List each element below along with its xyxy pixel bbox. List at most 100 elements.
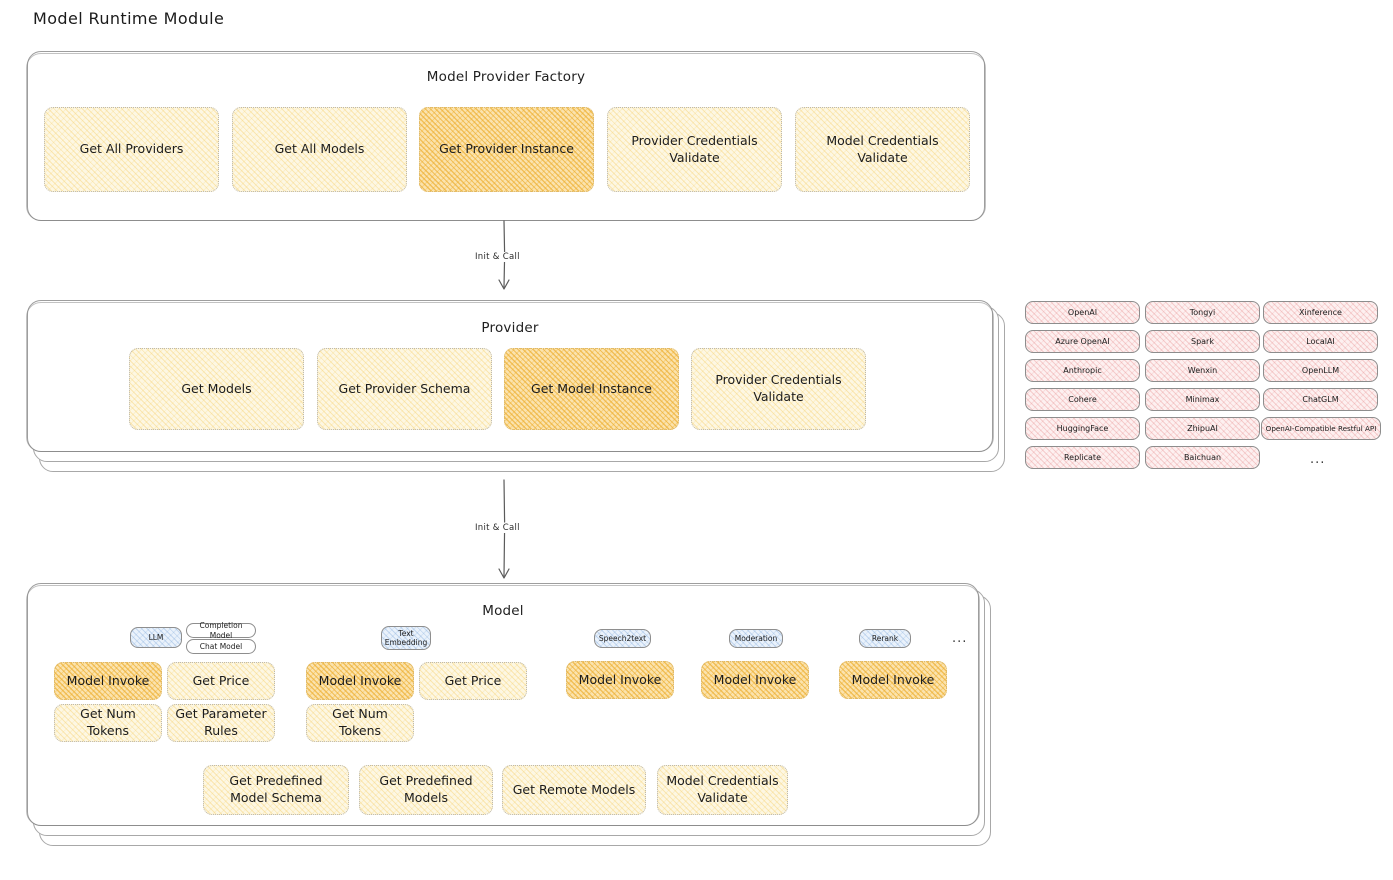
node-label: Get Provider Instance	[439, 141, 574, 157]
provider-chip-label: Minimax	[1185, 395, 1220, 404]
node-label: Get Models	[181, 380, 252, 396]
speech2text-node-model-invoke[interactable]: Model Invoke	[566, 661, 674, 699]
provider-chip-spark[interactable]: Spark	[1145, 330, 1260, 353]
provider-chip-openai-compatible-restful-api[interactable]: OpenAI-Compatible Restful API	[1261, 417, 1381, 440]
node-label: Model Invoke	[66, 672, 150, 688]
factory-node-get-provider-instance[interactable]: Get Provider Instance	[419, 107, 594, 192]
provider-chip-xinference[interactable]: Xinference	[1263, 301, 1378, 324]
arrow-provider-to-model	[498, 479, 510, 579]
provider-chip-label: OpenLLM	[1301, 366, 1340, 375]
provider-chip-label: HuggingFace	[1056, 424, 1109, 433]
arrow-factory-to-provider	[498, 220, 510, 290]
model-node-get-predefined-model-schema[interactable]: Get Predefined Model Schema	[203, 765, 349, 815]
llm-node-model-invoke[interactable]: Model Invoke	[54, 662, 162, 700]
factory-node-get-all-providers[interactable]: Get All Providers	[44, 107, 219, 192]
provider-chip-replicate[interactable]: Replicate	[1025, 446, 1140, 469]
rerank-node-model-invoke[interactable]: Model Invoke	[839, 661, 947, 699]
provider-chip-label: ZhipuAI	[1187, 424, 1218, 433]
text-embedding-node-get-price[interactable]: Get Price	[419, 662, 527, 700]
model-node-get-predefined-models[interactable]: Get Predefined Models	[359, 765, 493, 815]
provider-chip-huggingface[interactable]: HuggingFace	[1025, 417, 1140, 440]
badge-label: Completion Model	[199, 621, 243, 640]
provider-chip-label: Anthropic	[1063, 366, 1102, 375]
node-label: Get All Models	[274, 141, 365, 157]
badge-label: Rerank	[871, 633, 899, 643]
node-label: Model Invoke	[318, 672, 402, 688]
provider-chip-azure-openai[interactable]: Azure OpenAI	[1025, 330, 1140, 353]
node-label: Model Invoke	[578, 671, 662, 687]
provider-chip-label: Xinference	[1299, 308, 1342, 317]
llm-node-get-num-tokens[interactable]: Get Num Tokens	[54, 704, 162, 742]
badge-label: Speech2text	[598, 633, 647, 643]
node-label: Get Provider Schema	[338, 380, 471, 396]
provider-list-more: ...	[1310, 452, 1326, 467]
node-label: Get All Providers	[79, 141, 184, 157]
page-title: Model Runtime Module	[33, 9, 225, 28]
provider-chip-label: OpenAI-Compatible Restful API	[1265, 424, 1377, 433]
provider-chip-tongyi[interactable]: Tongyi	[1145, 301, 1260, 324]
node-label: Model Credentials Validate	[666, 773, 779, 805]
model-type-badge-speech2text[interactable]: Speech2text	[594, 629, 651, 648]
provider-chip-zhipuai[interactable]: ZhipuAI	[1145, 417, 1260, 440]
factory-node-get-all-models[interactable]: Get All Models	[232, 107, 407, 192]
provider-chip-chatglm[interactable]: ChatGLM	[1263, 388, 1378, 411]
model-type-badge-moderation[interactable]: Moderation	[729, 629, 783, 648]
provider-title: Provider	[481, 320, 539, 336]
provider-chip-openllm[interactable]: OpenLLM	[1263, 359, 1378, 382]
node-label: Get Predefined Model Schema	[229, 773, 323, 805]
badge-label: Moderation	[734, 633, 778, 643]
model-card	[26, 583, 980, 826]
model-subtype-badge-chat-model[interactable]: Chat Model	[186, 639, 256, 654]
provider-chip-label: OpenAI	[1067, 308, 1098, 317]
provider-chip-label: Tongyi	[1189, 308, 1216, 317]
node-label: Get Model Instance	[531, 380, 652, 396]
badge-label: LLM	[148, 632, 164, 642]
provider-node-provider-credentials-validate[interactable]: Provider Credentials Validate	[691, 348, 866, 430]
text-embedding-node-model-invoke[interactable]: Model Invoke	[306, 662, 414, 700]
provider-chip-openai[interactable]: OpenAI	[1025, 301, 1140, 324]
llm-node-get-parameter-rules[interactable]: Get Parameter Rules	[167, 704, 275, 742]
model-types-more: ...	[952, 631, 968, 646]
provider-chip-wenxin[interactable]: Wenxin	[1145, 359, 1260, 382]
moderation-node-model-invoke[interactable]: Model Invoke	[701, 661, 809, 699]
model-title: Model	[482, 603, 524, 619]
arrow-label-init-and-call-1: Init & Call	[472, 252, 523, 262]
node-label: Provider Credentials Validate	[715, 372, 842, 404]
provider-node-get-model-instance[interactable]: Get Model Instance	[504, 348, 679, 430]
badge-label: Text Embedding	[384, 628, 428, 647]
llm-node-get-price[interactable]: Get Price	[167, 662, 275, 700]
provider-chip-label: Azure OpenAI	[1055, 337, 1110, 346]
provider-chip-localai[interactable]: LocalAI	[1263, 330, 1378, 353]
provider-chip-label: Spark	[1191, 337, 1214, 346]
model-type-badge-text-embedding[interactable]: Text Embedding	[381, 626, 431, 650]
node-label: Model Invoke	[713, 671, 797, 687]
provider-chip-minimax[interactable]: Minimax	[1145, 388, 1260, 411]
model-type-badge-rerank[interactable]: Rerank	[859, 629, 911, 648]
provider-chip-anthropic[interactable]: Anthropic	[1025, 359, 1140, 382]
provider-node-get-provider-schema[interactable]: Get Provider Schema	[317, 348, 492, 430]
node-label: Get Price	[444, 672, 502, 688]
provider-chip-baichuan[interactable]: Baichuan	[1145, 446, 1260, 469]
factory-node-provider-credentials-validate[interactable]: Provider Credentials Validate	[607, 107, 782, 192]
node-label: Get Parameter Rules	[175, 706, 267, 738]
badge-label: Chat Model	[199, 641, 243, 651]
provider-chip-label: Baichuan	[1183, 453, 1222, 462]
arrow-label-init-and-call-2: Init & Call	[472, 523, 523, 533]
model-node-model-credentials-validate[interactable]: Model Credentials Validate	[657, 765, 788, 815]
provider-chip-label: Cohere	[1068, 395, 1097, 404]
model-subtype-badge-completion-model[interactable]: Completion Model	[186, 621, 256, 640]
factory-node-model-credentials-validate[interactable]: Model Credentials Validate	[795, 107, 970, 192]
model-type-badge-llm[interactable]: LLM	[130, 627, 182, 648]
node-label: Model Credentials Validate	[826, 132, 939, 165]
provider-chip-label: Wenxin	[1187, 366, 1218, 375]
provider-chip-cohere[interactable]: Cohere	[1025, 388, 1140, 411]
model-provider-factory-title: Model Provider Factory	[426, 69, 586, 85]
node-label: Get Num Tokens	[332, 706, 388, 738]
provider-node-get-models[interactable]: Get Models	[129, 348, 304, 430]
node-label: Provider Credentials Validate	[631, 132, 758, 165]
model-node-get-remote-models[interactable]: Get Remote Models	[502, 765, 646, 815]
node-label: Model Invoke	[851, 671, 935, 687]
text-embedding-node-get-num-tokens[interactable]: Get Num Tokens	[306, 704, 414, 742]
provider-chip-label: ChatGLM	[1302, 395, 1339, 404]
